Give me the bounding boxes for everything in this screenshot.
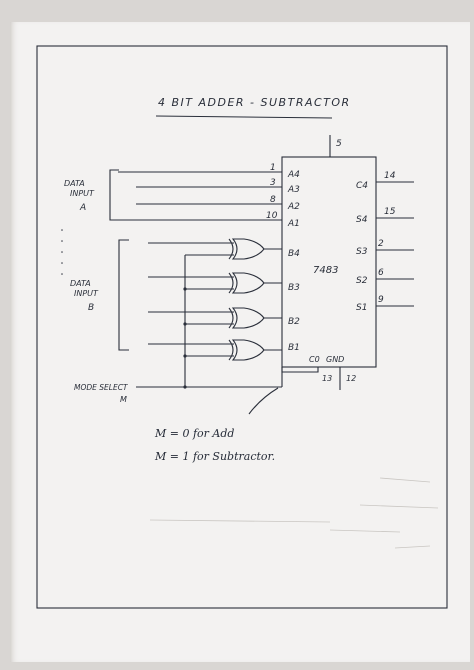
note-add: M = 0 for Add	[154, 427, 234, 440]
output-wires	[376, 181, 414, 307]
data-a-line2: INPUT	[70, 189, 95, 198]
note-subtract: M = 1 for Subtractor.	[154, 450, 275, 463]
b2-label: B2	[288, 317, 300, 327]
s2-label: S2	[356, 276, 368, 286]
data-a-line3: A	[79, 203, 86, 213]
c4-pin: 14	[384, 171, 396, 181]
c4-label: C4	[356, 181, 368, 191]
bracket-b	[118, 239, 129, 351]
bracket-a	[109, 169, 119, 221]
mode-select-label: MODE SELECT	[74, 383, 129, 392]
diagram-title: 4 BIT ADDER - SUBTRACTOR	[158, 96, 351, 109]
pin-5-number: 5	[336, 139, 342, 149]
a2-pin: 8	[270, 195, 276, 205]
a1-label: A1	[287, 219, 300, 229]
a4-pin: 1	[270, 163, 276, 173]
b4-label: B4	[288, 249, 300, 259]
b-input-wires	[148, 242, 234, 345]
c0-pin: 13	[322, 374, 332, 383]
a2-label: A2	[287, 202, 300, 212]
xor-gate-b4	[228, 238, 265, 260]
s1-pin: 9	[378, 295, 384, 305]
gnd-pin: 12	[346, 374, 356, 383]
b3-label: B3	[288, 283, 300, 293]
a4-label: A4	[287, 170, 300, 180]
notebook-page	[10, 22, 470, 662]
chip-name: 7483	[313, 265, 338, 276]
gnd-label: GND	[326, 355, 344, 364]
data-b-line2: INPUT	[74, 289, 99, 298]
a3-label: A3	[287, 185, 300, 195]
chip-7483	[281, 156, 377, 368]
a1-pin: 10	[266, 211, 278, 221]
xor-gate-b1	[228, 339, 265, 361]
data-b-line1: DATA	[70, 279, 91, 288]
title-underline	[155, 115, 333, 119]
mode-pointer-stroke	[248, 387, 279, 415]
s3-pin: 2	[378, 239, 384, 249]
s1-label: S1	[356, 303, 367, 313]
mode-bus	[136, 254, 319, 389]
c0-label: C0	[309, 355, 320, 364]
paper-bleed-through	[149, 477, 439, 549]
gate-output-wires	[264, 248, 282, 351]
mode-select-m: M	[120, 395, 127, 404]
a3-pin: 3	[270, 178, 276, 188]
a-inputs: 1 3 8 10 A4 A3 A2 A1 DATA INPUT A	[64, 163, 300, 229]
s4-pin: 15	[384, 207, 396, 217]
b1-label: B1	[288, 343, 300, 353]
xor-gate-b2	[228, 307, 265, 329]
page-border	[36, 45, 448, 609]
data-b-line3: B	[88, 303, 94, 313]
s3-label: S3	[356, 247, 368, 257]
s2-pin: 6	[378, 268, 384, 278]
data-a-line1: DATA	[64, 179, 85, 188]
s4-label: S4	[356, 215, 368, 225]
margin-dots	[61, 229, 63, 275]
xor-gate-b3	[228, 272, 265, 294]
xor-gates	[228, 238, 265, 361]
